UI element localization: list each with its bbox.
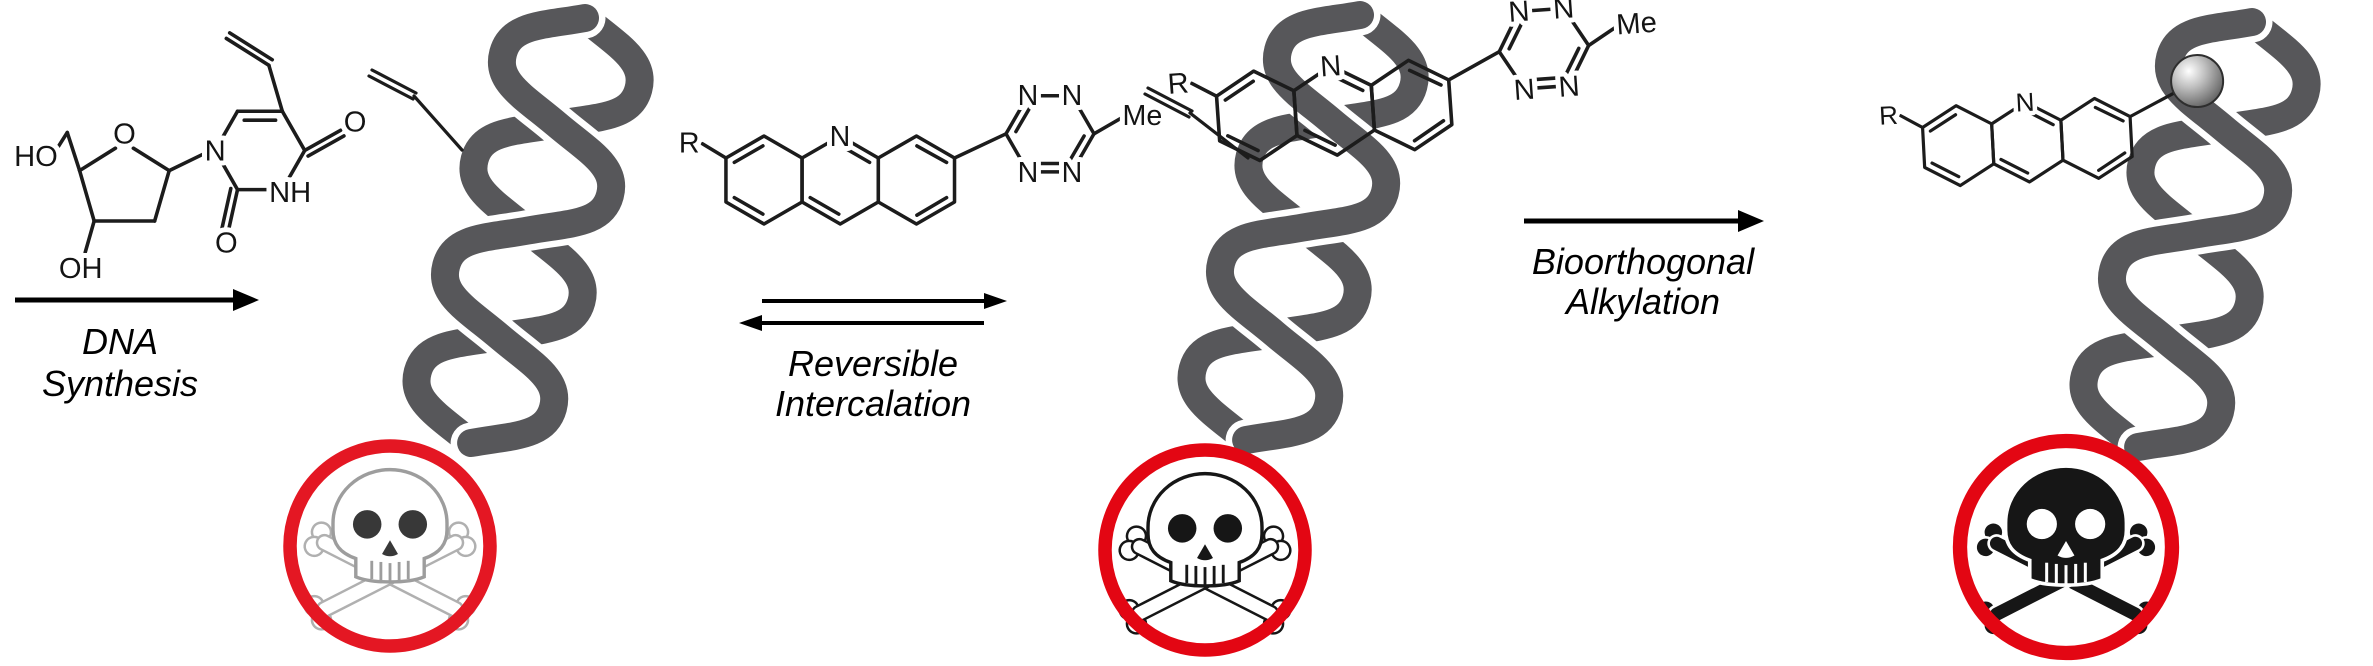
bond	[49, 130, 70, 159]
dna-double-helix	[404, 0, 653, 461]
vinyl-group-2	[1143, 86, 1250, 160]
bond	[152, 168, 171, 223]
carbonyl-bond	[220, 186, 233, 231]
arrow-head	[1738, 210, 1764, 232]
carbonyl-bond	[226, 187, 240, 232]
dna-helix-1	[404, 0, 653, 461]
skull-crossbones-icon	[1972, 466, 2160, 639]
bond	[77, 168, 96, 223]
vinyl-group-1	[367, 68, 464, 152]
hazard-circle	[1952, 433, 2180, 661]
acridine-tetrazine-molecule	[679, 80, 1162, 224]
bioorthogonal-arrow	[1524, 210, 1764, 232]
acridine-tetrazine-structure	[679, 80, 1162, 224]
bond	[77, 146, 118, 173]
bioorthogonal-alkylation-label: Bioorthogonal Alkylation	[1532, 241, 1755, 322]
toxicity-skull-2	[1098, 443, 1312, 657]
arrow-head	[233, 289, 259, 311]
caption-line: Reversible	[788, 343, 958, 384]
atom-label-n: N	[205, 136, 226, 168]
vinyl-double-bond	[367, 74, 415, 101]
atom-label-o: O	[215, 227, 238, 259]
vinyl-double-bond	[227, 31, 275, 62]
equilibrium-arrows	[739, 293, 1007, 331]
vinyl-double-bond	[1143, 92, 1191, 119]
ring-bond	[213, 148, 240, 192]
acridine-conjugate-product	[1877, 54, 2225, 190]
dna-double-helix	[1179, 0, 1428, 458]
atom-label-o: O	[344, 106, 367, 138]
caption-line: Intercalation	[775, 383, 971, 424]
ring-bond	[280, 109, 307, 153]
reversible-intercalation-label: Reversible Intercalation	[775, 343, 971, 424]
vinyl-bond	[1188, 111, 1250, 160]
hazard-circle	[1098, 443, 1312, 657]
atom-label-ho: HO	[14, 141, 58, 173]
caption-line: Synthesis	[42, 363, 198, 404]
caption-line: Bioorthogonal	[1532, 241, 1755, 282]
vinyl-double-bond	[370, 68, 418, 95]
vinyl-bond	[267, 63, 285, 114]
bond	[83, 219, 96, 255]
carbonyl-bond	[306, 134, 346, 158]
vinyl-bond	[412, 94, 464, 152]
vinyl-double-bond	[1146, 86, 1194, 113]
dna-synthesis-arrow	[15, 289, 259, 311]
nucleoside-structure: HO O OH N NH O O	[9, 31, 371, 290]
arrow-head	[739, 315, 762, 331]
toxicity-skull-1	[283, 439, 497, 653]
skull-crossbones-icon	[1116, 474, 1293, 637]
atom-label-oh: OH	[59, 253, 103, 285]
atom-label-o: O	[113, 119, 136, 151]
vinyl-double-bond	[224, 36, 271, 68]
bond	[65, 130, 82, 173]
skull-crossbones-icon	[301, 470, 478, 633]
dna-helix-2	[1179, 0, 1428, 458]
caption-line: Alkylation	[1564, 281, 1720, 322]
arrow-head	[984, 293, 1007, 309]
toxicity-skull-3	[1952, 433, 2180, 661]
dna-synthesis-label: DNA Synthesis	[42, 321, 198, 404]
ring-bond	[213, 109, 240, 153]
carbonyl-bond	[302, 128, 343, 153]
caption-line: DNA	[82, 321, 158, 362]
linker-sphere	[2170, 54, 2225, 109]
bond	[131, 146, 171, 173]
glycosidic-bond	[167, 150, 208, 173]
hazard-circle	[283, 439, 497, 653]
atom-label-nh: NH	[269, 177, 311, 209]
ring-bond	[280, 148, 307, 192]
